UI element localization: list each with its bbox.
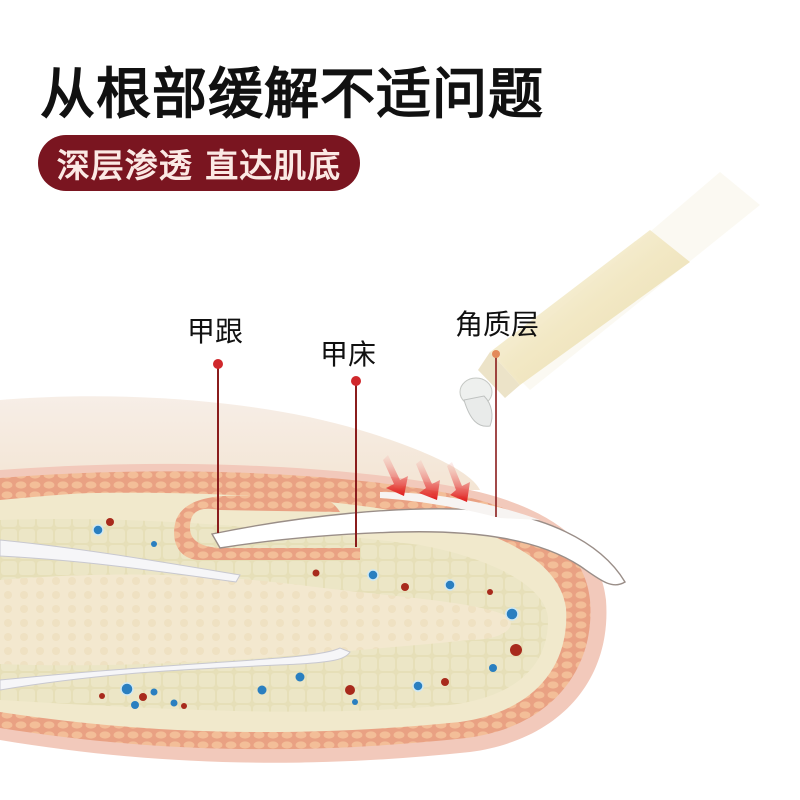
blood-vessels (92, 518, 522, 709)
tagline-badge: 深层渗透 直达肌底 (38, 135, 360, 191)
headline: 从根部缓解不适问题 (40, 62, 545, 126)
pointer-nail-root (213, 359, 223, 533)
pointer-stratum-corneum (492, 350, 500, 517)
label-nail-root: 甲跟 (187, 315, 244, 348)
label-nail-bed: 甲床 (320, 338, 377, 371)
label-stratum-corneum: 角质层 (455, 308, 540, 341)
tagline-text: 深层渗透 直达肌底 (56, 146, 342, 185)
pointer-nail-bed (351, 376, 361, 547)
penetration-arrow-icon (383, 455, 470, 502)
dropper-icon (459, 172, 760, 427)
